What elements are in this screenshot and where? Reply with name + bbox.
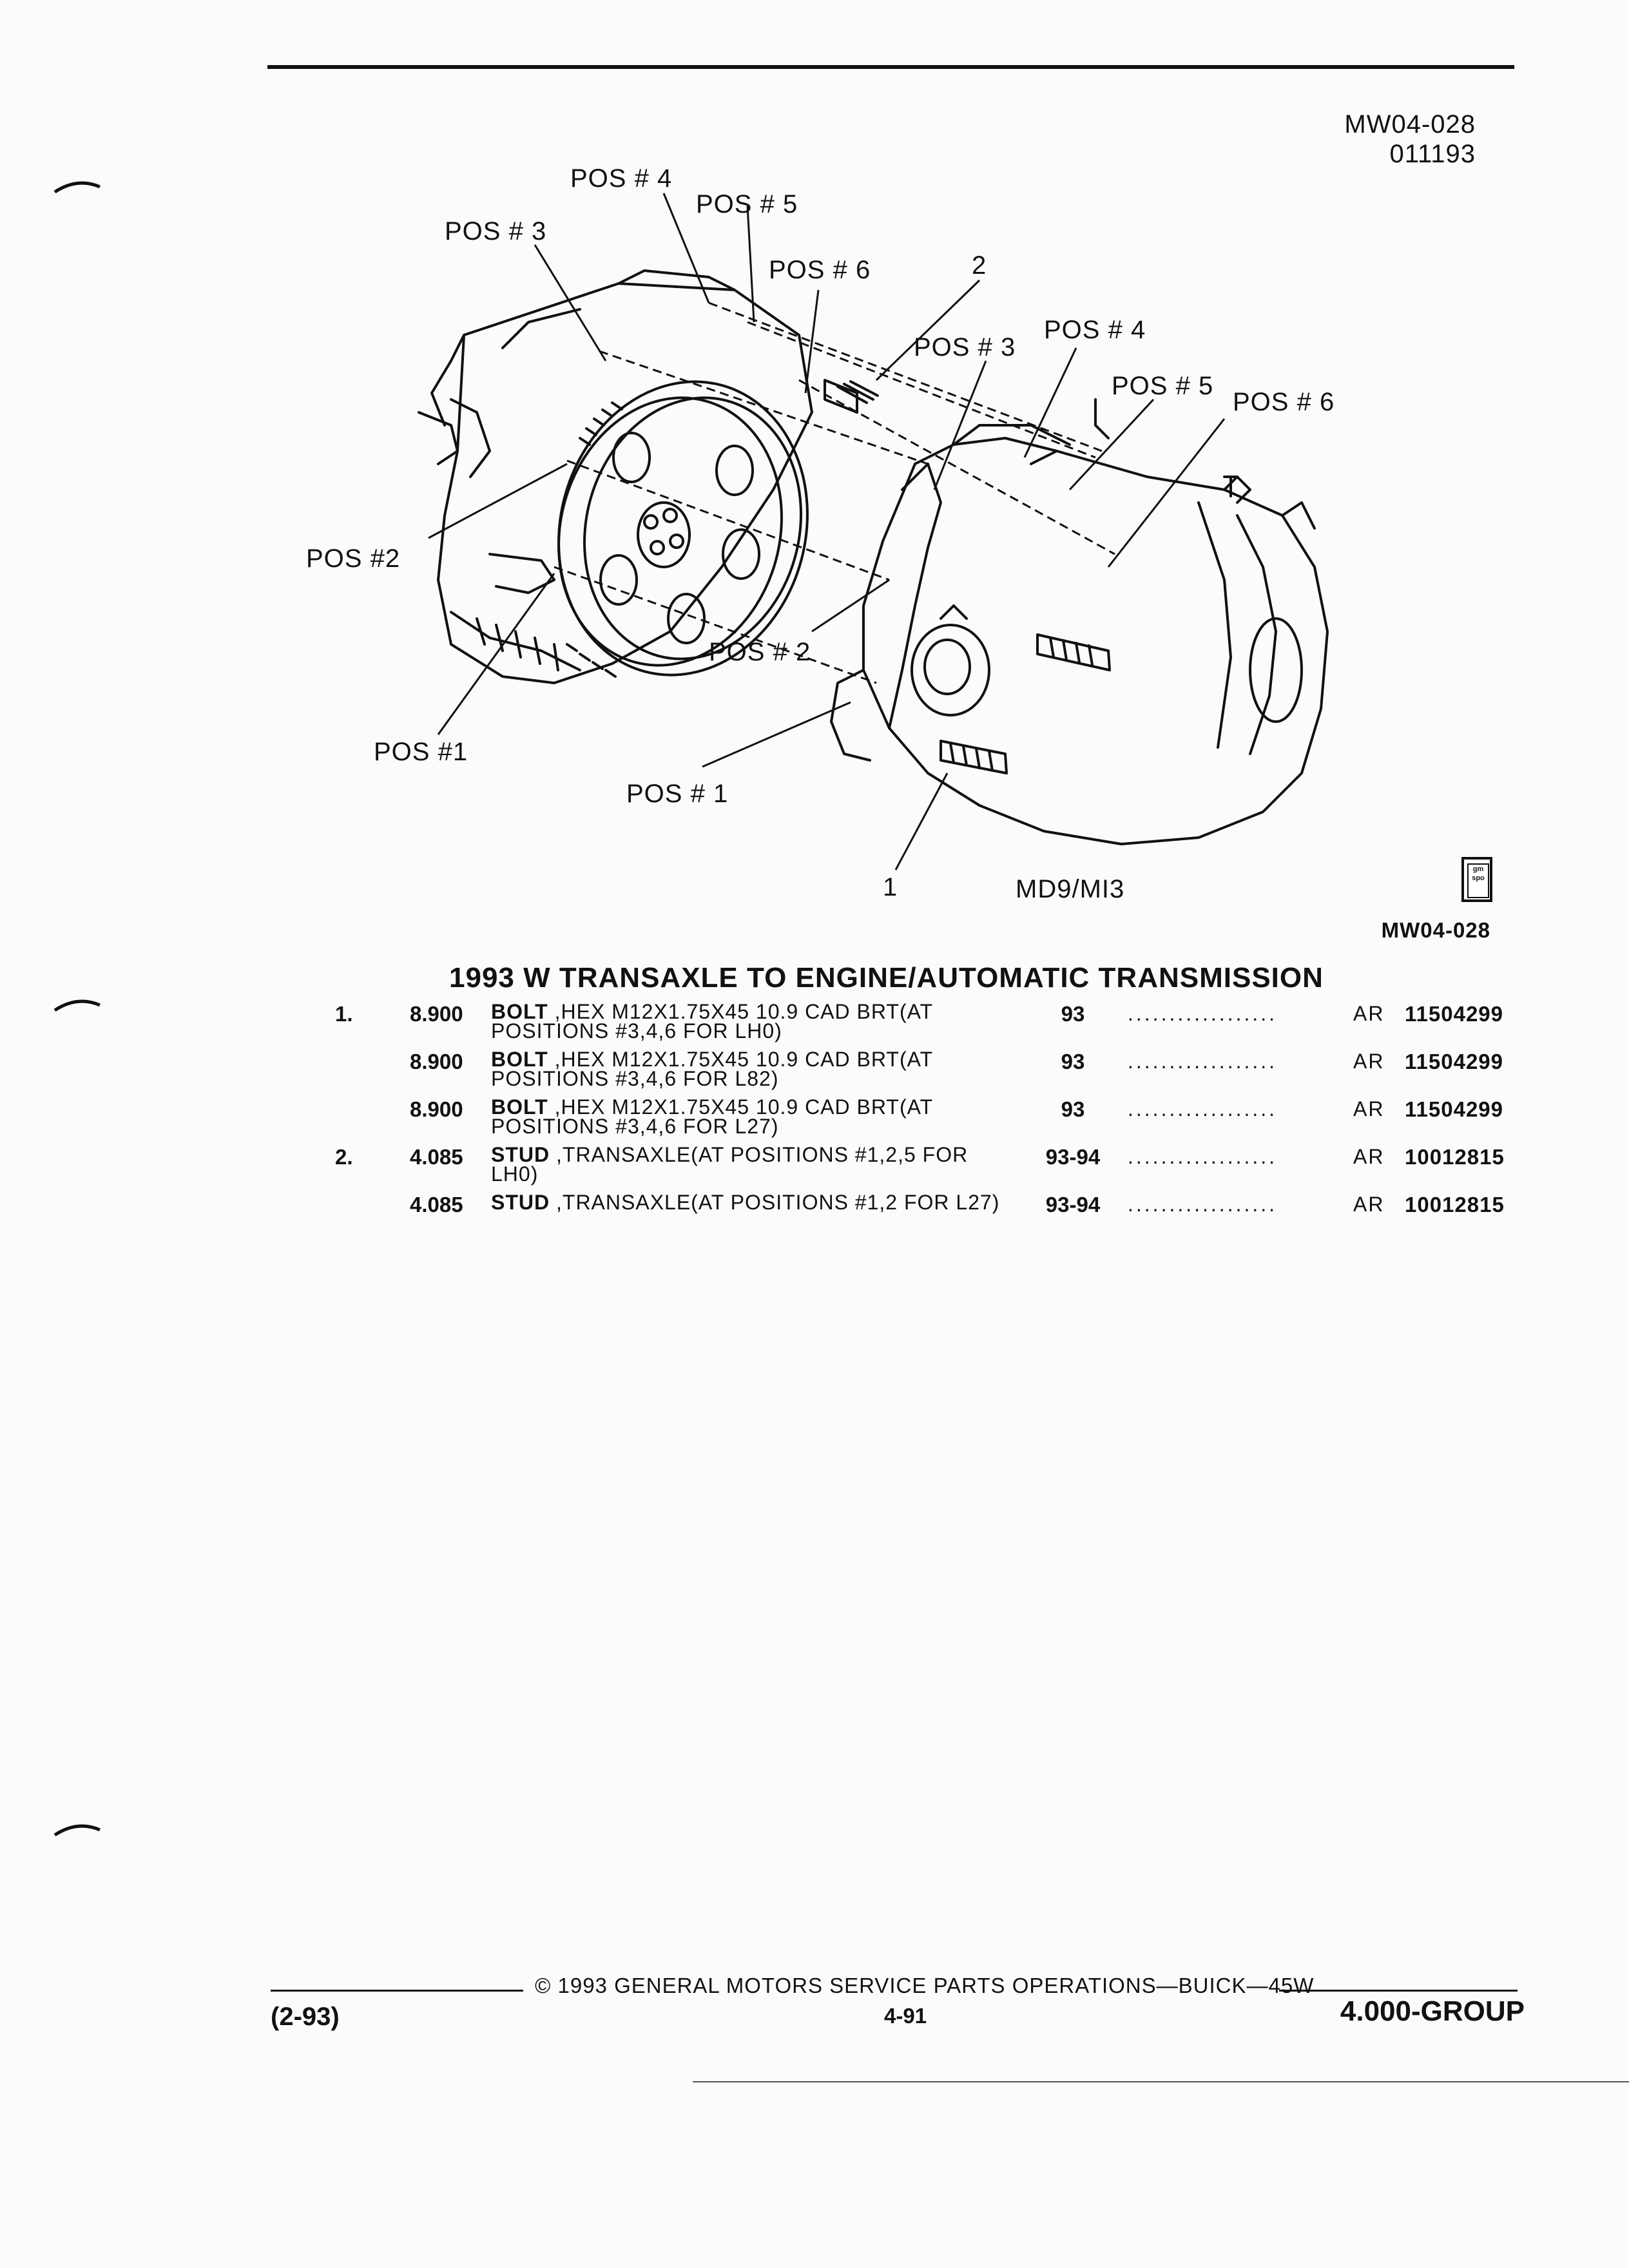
- part-detail: ,TRANSAXLE(AT POSITIONS #1,2,5 FOR LH0): [491, 1143, 969, 1186]
- callout-left-pos4: POS # 4: [570, 164, 672, 193]
- callout-left-pos5: POS # 5: [696, 190, 798, 218]
- part-leader-dots: ..................: [1128, 1145, 1278, 1168]
- part-number: 10012815: [1405, 1193, 1505, 1216]
- callout-right-pos2: POS # 2: [709, 638, 811, 666]
- part-years: 93: [1061, 1097, 1085, 1121]
- part-description: STUD ,TRANSAXLE(AT POSITIONS #1,2 FOR L2…: [491, 1191, 1007, 1214]
- part-catalog-number: 8.900: [410, 1050, 463, 1073]
- callout-right-pos5: POS # 5: [1112, 372, 1213, 400]
- callout-right-pos4: POS # 4: [1044, 316, 1146, 344]
- part-row: 1. 8.900 BOLT ,HEX M12X1.75X45 10.9 CAD …: [0, 1000, 1629, 1050]
- part-catalog-number: 4.085: [410, 1145, 463, 1169]
- part-row: 4.085 STUD ,TRANSAXLE(AT POSITIONS #1,2 …: [0, 1191, 1629, 1240]
- callout-right-pos1: POS # 1: [626, 780, 728, 808]
- part-years: 93: [1061, 1050, 1085, 1073]
- part-item-number: 2.: [335, 1145, 353, 1169]
- model-code: MD9/MI3: [1016, 875, 1125, 903]
- header-date-code: 011193: [1389, 140, 1476, 168]
- callout-left-pos1: POS #1: [374, 738, 468, 766]
- part-item-number: 1.: [335, 1002, 353, 1026]
- part-number: 11504299: [1405, 1002, 1504, 1026]
- part-number: 11504299: [1405, 1097, 1504, 1121]
- gm-spo-logo: gm spo: [1461, 857, 1492, 902]
- callout-left-pos6: POS # 6: [769, 256, 871, 284]
- part-quantity: AR: [1353, 1050, 1385, 1073]
- part-number: 11504299: [1405, 1050, 1504, 1073]
- callout-right-pos3: POS # 3: [914, 333, 1016, 361]
- part-leader-dots: ..................: [1128, 1050, 1278, 1073]
- part-number: 10012815: [1405, 1145, 1505, 1169]
- footer-rule-right: [1279, 1990, 1518, 1992]
- callout-item-2: 2: [972, 251, 987, 280]
- part-name: BOLT: [491, 1048, 548, 1071]
- part-name: BOLT: [491, 1095, 548, 1119]
- part-years: 93-94: [1045, 1145, 1101, 1169]
- binder-hole-mark-bottom: [53, 1824, 101, 1837]
- part-catalog-number: 8.900: [410, 1002, 463, 1026]
- part-name: BOLT: [491, 1000, 548, 1023]
- part-quantity: AR: [1353, 1002, 1385, 1025]
- part-row: 2. 4.085 STUD ,TRANSAXLE(AT POSITIONS #1…: [0, 1143, 1629, 1193]
- part-leader-dots: ..................: [1128, 1193, 1278, 1216]
- scan-edge-line: [693, 2081, 1629, 2082]
- part-description: BOLT ,HEX M12X1.75X45 10.9 CAD BRT(AT PO…: [491, 1000, 1007, 1043]
- section-title: 1993 W TRANSAXLE TO ENGINE/AUTOMATIC TRA…: [449, 962, 1324, 994]
- header-ref-code: MW04-028: [1344, 110, 1476, 139]
- part-description: STUD ,TRANSAXLE(AT POSITIONS #1,2,5 FOR …: [491, 1143, 1007, 1186]
- part-detail: ,HEX M12X1.75X45 10.9 CAD BRT(AT POSITIO…: [491, 1000, 933, 1043]
- part-leader-dots: ..................: [1128, 1097, 1278, 1120]
- gm-spo-logo-text: gm spo: [1467, 863, 1489, 898]
- part-row: 8.900 BOLT ,HEX M12X1.75X45 10.9 CAD BRT…: [0, 1097, 1629, 1145]
- part-detail: ,HEX M12X1.75X45 10.9 CAD BRT(AT POSITIO…: [491, 1048, 933, 1090]
- top-rule: [267, 65, 1514, 69]
- part-years: 93: [1061, 1002, 1085, 1026]
- footer-rule-left: [271, 1990, 523, 1992]
- illustration-ref-code: MW04-028: [1381, 918, 1490, 942]
- part-name: STUD: [491, 1191, 550, 1214]
- part-description: BOLT ,HEX M12X1.75X45 10.9 CAD BRT(AT PO…: [491, 1048, 1007, 1090]
- callout-left-pos2: POS #2: [306, 544, 400, 573]
- part-detail: ,HEX M12X1.75X45 10.9 CAD BRT(AT POSITIO…: [491, 1095, 933, 1138]
- part-catalog-number: 4.085: [410, 1193, 463, 1216]
- part-detail: ,TRANSAXLE(AT POSITIONS #1,2 FOR L27): [550, 1191, 1000, 1214]
- footer-page-number: 4-91: [884, 2004, 927, 2028]
- footer-revision: (2-93): [271, 2003, 340, 2031]
- part-row: 8.900 BOLT ,HEX M12X1.75X45 10.9 CAD BRT…: [0, 1048, 1629, 1097]
- callout-item-1: 1: [883, 873, 898, 901]
- footer-group: 4.000-GROUP: [1340, 1995, 1525, 2027]
- part-quantity: AR: [1353, 1145, 1385, 1168]
- footer-copyright: © 1993 GENERAL MOTORS SERVICE PARTS OPER…: [535, 1974, 1315, 1997]
- part-years: 93-94: [1045, 1193, 1101, 1216]
- header-ref: MW04-028 011193: [1344, 110, 1476, 169]
- part-catalog-number: 8.900: [410, 1097, 463, 1121]
- part-quantity: AR: [1353, 1193, 1385, 1216]
- binder-hole-mark-middle: [53, 999, 101, 1012]
- part-leader-dots: ..................: [1128, 1002, 1278, 1025]
- part-name: STUD: [491, 1143, 550, 1166]
- callout-left-pos3: POS # 3: [445, 217, 546, 245]
- binder-hole-mark-top: [53, 181, 101, 194]
- parts-list: 1. 8.900 BOLT ,HEX M12X1.75X45 10.9 CAD …: [0, 1000, 1629, 1240]
- part-description: BOLT ,HEX M12X1.75X45 10.9 CAD BRT(AT PO…: [491, 1095, 1007, 1138]
- callout-right-pos6: POS # 6: [1233, 388, 1335, 416]
- part-quantity: AR: [1353, 1097, 1385, 1120]
- transaxle-diagram: POS # 4 POS # 5 POS # 3 POS # 6 2 POS # …: [306, 164, 1335, 901]
